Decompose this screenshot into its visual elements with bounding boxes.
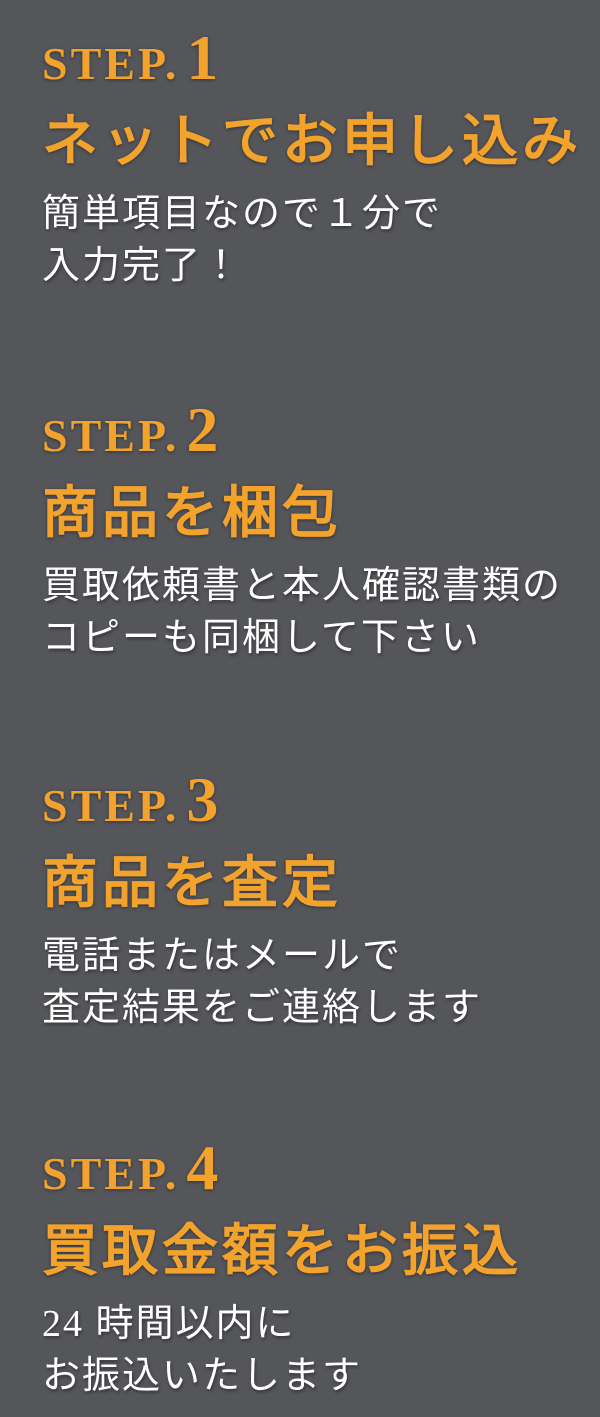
step-word: STEP. [42, 38, 180, 89]
step-description: 買取依頼書と本人確認書類の コピーも同梱して下さい [42, 560, 590, 664]
step-title: 商品を査定 [42, 853, 342, 915]
step-description-line: 簡単項目なので１分で [42, 193, 443, 236]
step-description-line: 電話またはメールで [42, 935, 403, 978]
step-title: 買取金額をお振込 [42, 1221, 522, 1283]
step-word: STEP. [42, 410, 180, 461]
step-description: 24 時間以内に お振込いたします [42, 1298, 590, 1402]
step-word: STEP. [42, 1148, 180, 1199]
step-label: STEP.4 [42, 1136, 590, 1217]
step-description-line: 買取依頼書と本人確認書類の [42, 565, 563, 608]
step-description-line: コピーも同梱して下さい [42, 617, 481, 660]
step-section-3: STEP.3 商品を査定 電話またはメールで 査定結果をご連絡します [42, 768, 590, 1034]
step-description: 簡単項目なので１分で 入力完了！ [42, 188, 590, 292]
step-label: STEP.2 [42, 398, 590, 479]
step-number: 2 [186, 394, 219, 465]
step-description-line: 査定結果をご連絡します [42, 987, 483, 1030]
step-label: STEP.1 [42, 26, 590, 107]
step-description-line: 24 時間以内に [42, 1303, 296, 1346]
step-title: ネットでお申し込み [42, 111, 582, 173]
step-label: STEP.3 [42, 768, 590, 849]
step-section-2: STEP.2 商品を梱包 買取依頼書と本人確認書類の コピーも同梱して下さい [42, 398, 590, 664]
step-description-line: 入力完了！ [42, 245, 243, 288]
step-title: 商品を梱包 [42, 483, 342, 545]
step-section-4: STEP.4 買取金額をお振込 24 時間以内に お振込いたします [42, 1136, 590, 1402]
step-word: STEP. [42, 780, 180, 831]
step-number: 3 [186, 764, 219, 835]
step-number: 1 [186, 22, 219, 93]
step-number: 4 [186, 1132, 219, 1203]
step-section-1: STEP.1 ネットでお申し込み 簡単項目なので１分で 入力完了！ [42, 26, 590, 292]
step-description: 電話またはメールで 査定結果をご連絡します [42, 930, 590, 1034]
step-description-line: お振込いたします [42, 1355, 363, 1398]
